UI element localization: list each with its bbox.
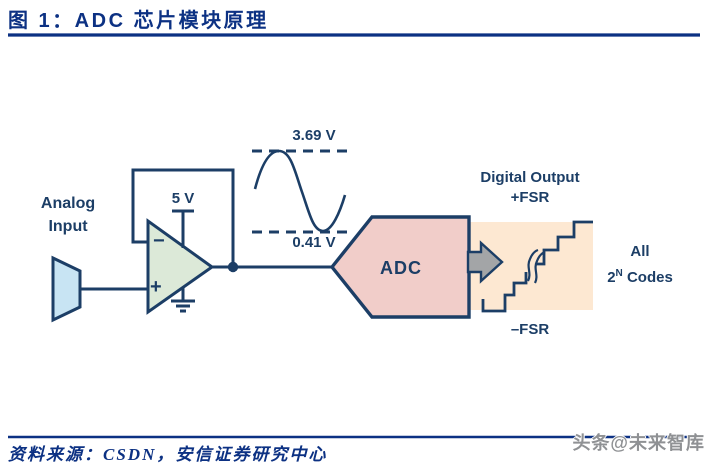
codes-exponent: N <box>615 268 623 279</box>
opamp-inverting-label: − <box>153 230 165 252</box>
digital-output-title: Digital Output <box>480 169 580 186</box>
analog-input-line2: Input <box>48 218 88 235</box>
opamp-triangle <box>146 218 215 315</box>
digital-output-label: Digital Output +FSR <box>468 168 592 208</box>
all-codes-label: All 2N Codes <box>596 241 684 289</box>
all-codes-line2: 2N Codes <box>596 263 684 289</box>
sine-wave <box>253 149 347 233</box>
figure-title: 图 1：ADC 芯片模块原理 <box>8 10 269 32</box>
watermark: 头条@未来智库 <box>572 433 705 453</box>
voltage-high-label: 3.69 V <box>292 127 336 144</box>
analog-input-line1: Analog <box>40 195 96 212</box>
analog-input-label: Analog Input <box>26 192 110 238</box>
codes-rest: Codes <box>626 269 673 286</box>
all-codes-line1: All <box>630 243 650 260</box>
flow-arrow-icon <box>466 240 504 284</box>
adc-label: ADC <box>380 258 422 278</box>
voltage-low-label: 0.41 V <box>292 234 336 251</box>
staircase-upper <box>536 220 593 266</box>
plus-fsr-label: +FSR <box>510 189 550 206</box>
source-note: 资料来源：CSDN，安信证券研究中心 <box>8 445 328 464</box>
feedback-wire <box>131 168 235 267</box>
junction-dot <box>227 261 239 273</box>
codes-base: 2 <box>607 269 616 286</box>
staircase-lower <box>481 272 528 313</box>
opamp-noninverting-label: + <box>150 276 162 298</box>
supply-voltage-label: 5 V <box>171 190 195 207</box>
minus-fsr-label: –FSR <box>510 321 550 338</box>
analog-source-shape <box>51 255 82 323</box>
break-squiggle-icon-2 <box>533 250 546 284</box>
break-squiggle-icon <box>526 248 539 282</box>
